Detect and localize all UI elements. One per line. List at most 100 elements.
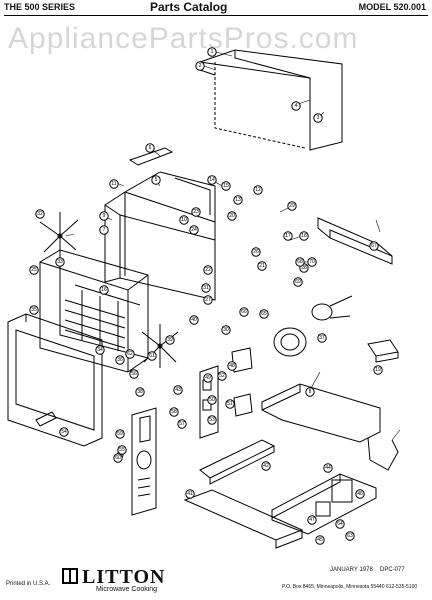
callout-bubble bbox=[165, 335, 175, 345]
callout-8: 8 bbox=[305, 387, 315, 397]
base-plate bbox=[183, 489, 304, 549]
callout-number: 27 bbox=[205, 297, 211, 303]
callout-bubble bbox=[99, 285, 109, 295]
callout-bubble bbox=[295, 257, 305, 267]
callout-number: 4 bbox=[295, 103, 298, 109]
callout-66: 66 bbox=[239, 307, 249, 317]
callout-bubble bbox=[125, 349, 135, 359]
callout-9: 9 bbox=[99, 211, 109, 221]
callout-number: 59 bbox=[117, 431, 123, 437]
callout-number: 43 bbox=[175, 387, 181, 393]
callout-number: 61 bbox=[149, 353, 155, 359]
callout-number: 49 bbox=[205, 375, 211, 381]
callout-18: 18 bbox=[299, 231, 309, 241]
callout-bubble bbox=[151, 175, 161, 185]
callout-25: 25 bbox=[29, 265, 39, 275]
motor-assembly bbox=[273, 295, 353, 357]
company-phone: 612-535-5100 bbox=[386, 584, 418, 590]
callout-number: 62 bbox=[127, 351, 133, 357]
callout-37: 37 bbox=[317, 333, 327, 343]
callout-58: 58 bbox=[169, 407, 179, 417]
callout-number: 14 bbox=[209, 177, 215, 183]
callout-bubble bbox=[239, 307, 249, 317]
callout-number: 65 bbox=[261, 311, 267, 317]
callout-number: 40 bbox=[191, 317, 197, 323]
callout-bubble bbox=[207, 175, 217, 185]
company-address: P.O. Box 8465, Minneapolis, Minnesota 55… bbox=[282, 584, 385, 590]
callout-number: 60 bbox=[115, 455, 121, 461]
callout-bubble bbox=[115, 355, 125, 365]
control-panel bbox=[131, 407, 157, 516]
callout-bubble bbox=[323, 463, 333, 473]
top-bracket bbox=[128, 147, 174, 166]
callout-13: 13 bbox=[233, 195, 243, 205]
callout-65: 65 bbox=[259, 309, 269, 319]
stirrer-fan bbox=[39, 212, 79, 258]
callout-number: 21 bbox=[259, 263, 265, 269]
model-number: MODEL 520.001 bbox=[358, 2, 426, 12]
base-rail bbox=[199, 439, 276, 485]
callout-bubble bbox=[259, 309, 269, 319]
callout-number: 54 bbox=[61, 429, 67, 435]
callout-number: 67 bbox=[371, 243, 377, 249]
callout-number: 13 bbox=[235, 197, 241, 203]
callout-bubble bbox=[221, 325, 231, 335]
callout-number: 66 bbox=[241, 309, 247, 315]
callout-number: 64 bbox=[337, 521, 343, 527]
callout-bubble bbox=[315, 535, 325, 545]
callout-40: 40 bbox=[189, 315, 199, 325]
callout-62: 62 bbox=[125, 349, 135, 359]
callout-number: 25 bbox=[31, 267, 37, 273]
callout-bubble bbox=[369, 241, 379, 251]
terminal-block bbox=[367, 339, 399, 363]
callout-number: 11 bbox=[111, 181, 116, 187]
callout-bubble bbox=[345, 531, 355, 541]
callout-10: 10 bbox=[179, 215, 189, 225]
callout-number: 26 bbox=[253, 249, 259, 255]
callout-bubble bbox=[253, 185, 263, 195]
callout-7: 7 bbox=[99, 225, 109, 235]
callout-number: 3 bbox=[317, 115, 320, 121]
flex-cable bbox=[367, 437, 399, 471]
callout-43: 43 bbox=[173, 385, 183, 395]
callout-33: 33 bbox=[55, 257, 65, 267]
callout-bubble bbox=[191, 207, 201, 217]
callout-bubble bbox=[305, 387, 315, 397]
callout-bubble bbox=[227, 361, 237, 371]
callout-number: 48 bbox=[229, 363, 235, 369]
callout-5: 5 bbox=[151, 175, 161, 185]
callout-number: 42 bbox=[263, 463, 269, 469]
callout-35: 35 bbox=[29, 305, 39, 315]
callout-19: 19 bbox=[373, 365, 383, 375]
callout-68: 68 bbox=[295, 257, 305, 267]
callout-number: 35 bbox=[31, 307, 37, 313]
callout-11: 11 bbox=[109, 179, 119, 189]
callout-bubble bbox=[313, 113, 323, 123]
callout-69: 69 bbox=[293, 277, 303, 287]
callout-number: 45 bbox=[317, 537, 323, 543]
cabinet-wrapper bbox=[199, 49, 343, 151]
callout-bubble bbox=[373, 365, 383, 375]
callout-number: 36 bbox=[117, 357, 123, 363]
callout-number: 58 bbox=[171, 409, 177, 415]
callout-bubble bbox=[29, 265, 39, 275]
callout-bubble bbox=[95, 345, 105, 355]
callout-bubble bbox=[257, 261, 267, 271]
callout-39: 39 bbox=[165, 335, 175, 345]
callout-number: 1 bbox=[211, 49, 214, 55]
printed-note: Printed in U.S.A. bbox=[6, 581, 51, 587]
callout-bubble bbox=[145, 143, 155, 153]
callout-54: 54 bbox=[59, 427, 69, 437]
callout-bubble bbox=[203, 373, 213, 383]
callout-3: 3 bbox=[313, 113, 323, 123]
callout-bubble bbox=[317, 333, 327, 343]
litton-logo-icon bbox=[62, 568, 78, 584]
callout-27: 27 bbox=[203, 295, 213, 305]
callout-number: 19 bbox=[375, 367, 381, 373]
callout-bubble bbox=[173, 385, 183, 395]
callout-bubble bbox=[293, 277, 303, 287]
page-title: Parts Catalog bbox=[150, 0, 228, 14]
latch-part bbox=[35, 411, 57, 427]
